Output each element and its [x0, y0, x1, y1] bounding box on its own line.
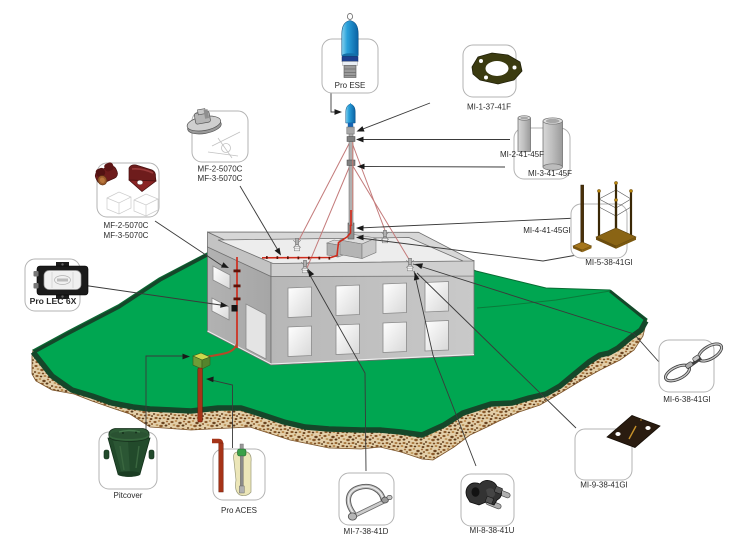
svg-text:Pitcover: Pitcover [114, 491, 143, 500]
svg-text:MI-2-41-45F: MI-2-41-45F [500, 150, 544, 159]
svg-text:MF-2-5070C: MF-2-5070C [198, 165, 243, 174]
svg-text:MI-5-38-41GI: MI-5-38-41GI [585, 258, 633, 267]
svg-text:MI-9-38-41GI: MI-9-38-41GI [580, 481, 628, 490]
svg-text:MF-2-5070C: MF-2-5070C [104, 221, 149, 230]
svg-text:MI-3-41-45F: MI-3-41-45F [528, 169, 572, 178]
svg-text:Pro ACES: Pro ACES [221, 506, 257, 515]
svg-text:MF-3-5070C: MF-3-5070C [198, 174, 243, 183]
svg-text:MF-3-5070C: MF-3-5070C [104, 231, 149, 240]
svg-text:Pro ESE: Pro ESE [335, 81, 366, 90]
svg-text:MI-6-38-41GI: MI-6-38-41GI [663, 395, 711, 404]
svg-text:MI-8-38-41U: MI-8-38-41U [470, 526, 515, 535]
svg-text:MI-4-41-45GI: MI-4-41-45GI [523, 226, 571, 235]
svg-text:Pro LEC 6X: Pro LEC 6X [30, 296, 77, 306]
svg-text:MI-1-37-41F: MI-1-37-41F [467, 103, 511, 112]
svg-text:MI-7-38-41D: MI-7-38-41D [344, 527, 389, 536]
